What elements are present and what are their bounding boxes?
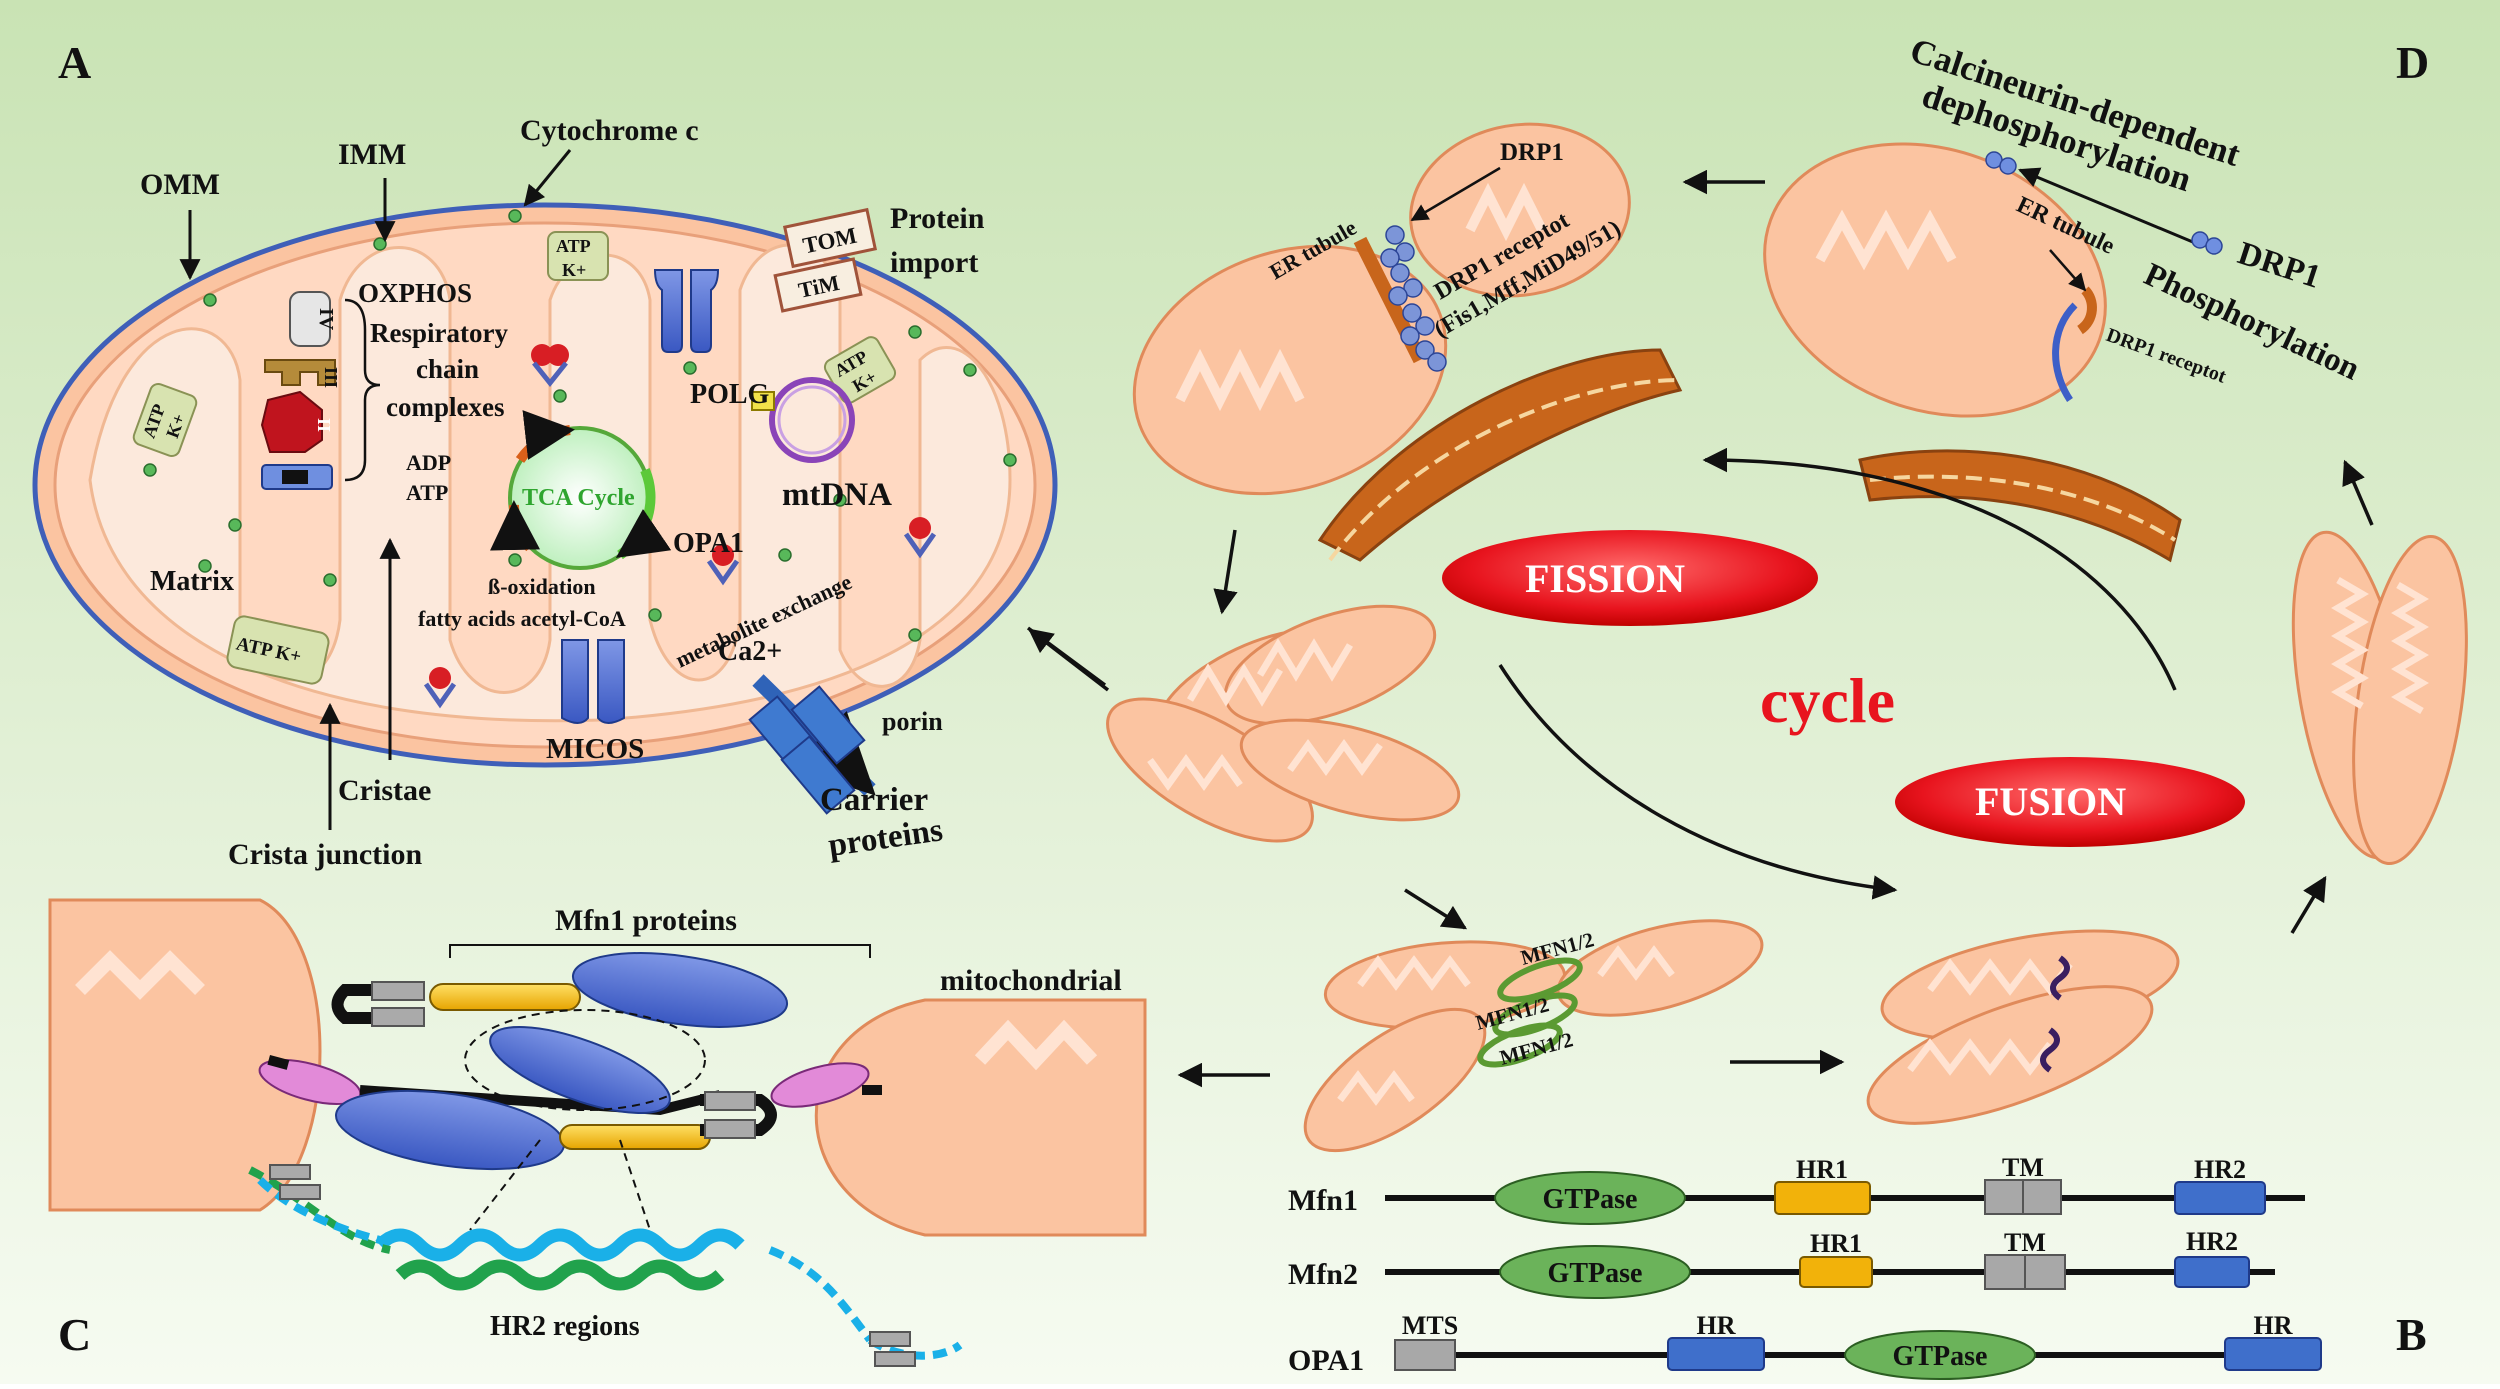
mtdna-label: mtDNA: [782, 477, 892, 513]
adp-label: ADP: [406, 450, 451, 475]
tca-cycle-label: TCA Cycle: [522, 485, 635, 511]
mfn1-gtpase-domain: [1494, 1171, 1686, 1225]
fusion-pill: [1895, 757, 2245, 847]
mitochondrial-label: mitochondrial: [940, 964, 1122, 997]
opa1-proteins: [423, 344, 937, 709]
mfn1-gtpase-label: GTPase: [1543, 1184, 1638, 1215]
mfn1-row-label: Mfn1: [1288, 1184, 1358, 1217]
complex-ii-label: II: [314, 418, 334, 432]
complex-i: I: [261, 464, 333, 490]
opa1-hr-label-2: HR: [2254, 1311, 2293, 1340]
opa1-hr-domain-2: [2224, 1337, 2322, 1371]
imm-label: IMM: [338, 138, 406, 171]
micos-top: [653, 269, 720, 353]
polg-block: [751, 391, 775, 411]
mfn1-proteins-label: Mfn1 proteins: [555, 904, 737, 937]
drp1-left-label: DRP1: [1500, 139, 1564, 166]
atp-channel-bottom: ATP K+: [226, 615, 330, 685]
mfn2-hr1-domain: [1799, 1256, 1873, 1288]
cycle-label: cycle: [1760, 665, 1895, 736]
tom-complex: TOM: [782, 207, 878, 269]
right-mitochondrion: [814, 998, 1147, 1237]
polg-label: POLG: [690, 379, 770, 410]
mfn2-hr2-domain: [2174, 1256, 2250, 1288]
atp-channel-top: ATP K+: [547, 231, 609, 281]
panel-c-mfn1-tethering: Mfn1 proteins mitochondrial HR: [48, 898, 1147, 1367]
atp-channel-left: ATP K+: [132, 382, 198, 458]
panel-letter-b: B: [2396, 1309, 2427, 1360]
panel-letter-c: C: [58, 1309, 91, 1360]
protein-import-label-2: import: [890, 246, 978, 279]
complex-iv: IV: [289, 291, 337, 347]
matrix-label: Matrix: [150, 566, 234, 597]
fusing-mitochondria: [1866, 929, 2180, 1125]
drp1-ring-left: [1380, 225, 1447, 372]
mfn2-row-label: Mfn2: [1288, 1258, 1358, 1291]
opa1-hr-label-1: HR: [1697, 1311, 1736, 1340]
panel-a-mitochondrion: ATP K+ ATP K+ ATP K+ ATP K+ IV III II: [32, 114, 1058, 871]
left-mitochondrion: [48, 898, 322, 1212]
mfn2-hr2-label: HR2: [2186, 1227, 2238, 1256]
carrier-label-1: Carrier: [820, 782, 928, 818]
beta-oxidation-label: ß-oxidation: [488, 574, 596, 599]
respiratory-label-3: complexes: [386, 392, 504, 422]
atp-top-label: ATP: [556, 236, 591, 256]
mfn1-hr1-label: HR1: [1796, 1155, 1848, 1184]
cytochrome-c-label: Cytochrome c: [520, 114, 699, 147]
protein-import-label-1: Protein: [890, 202, 985, 235]
opa1-label: OPA1: [673, 528, 744, 559]
micos-bottom: [561, 639, 625, 724]
crista-junction-label: Crista junction: [228, 838, 422, 871]
hr2-coil-blue: [375, 1228, 745, 1262]
complex-iv-label: IV: [315, 308, 337, 331]
hr2-coil-green: [395, 1259, 725, 1291]
mfn1-hr2-domain: [2174, 1181, 2266, 1215]
fusion-label: FUSION: [1975, 779, 2126, 824]
mfn1-hr1-domain: [1774, 1181, 1871, 1215]
respiratory-label-1: Respiratory: [370, 318, 508, 348]
fission-pill: [1442, 530, 1818, 626]
mtdna-circle: [769, 377, 855, 463]
complex-iii: III: [264, 359, 341, 388]
mfn1-tm-label: TM: [2002, 1153, 2044, 1182]
opa1-gtpase-domain: [1844, 1330, 2036, 1380]
hr2-regions-label: HR2 regions: [490, 1311, 640, 1342]
panel-letter-a: A: [58, 37, 91, 88]
fission-label: FISSION: [1525, 556, 1685, 601]
panel-b-domains: Mfn1 GTPase HR1 TM HR2 Mfn2 GTPase HR1 T…: [1288, 1153, 2322, 1380]
atp-output-label: ATP: [406, 480, 448, 505]
opa1-row-label: OPA1: [1288, 1344, 1364, 1377]
complexes-bracket: [344, 298, 381, 482]
panel-letter-d: D: [2396, 37, 2429, 88]
oxphos-label: OXPHOS: [358, 278, 472, 308]
calcium-label: Ca2+: [718, 636, 782, 667]
mfn2-gtpase-label: GTPase: [1548, 1258, 1643, 1289]
porin-channel: [748, 674, 876, 815]
fatty-acids-label: fatty acids acetyl-CoA: [418, 606, 626, 631]
opa1-mts-domain: [1394, 1339, 1456, 1371]
mfn1-hr2-label: HR2: [2194, 1155, 2246, 1184]
phosphorylation-mitochondrion: [1763, 142, 2182, 563]
mfn1-gtpase-top: [571, 952, 789, 1028]
omm-label: OMM: [140, 168, 220, 201]
complex-iii-label: III: [321, 367, 341, 388]
opa1-gtpase-label: GTPase: [1893, 1341, 1988, 1372]
micos-label: MICOS: [546, 733, 644, 765]
fission-mitochondrion: [1132, 122, 1683, 562]
mfn2-gtpase-domain: [1499, 1245, 1691, 1299]
mfn2-hr1-label: HR1: [1810, 1229, 1862, 1258]
k-top-label: K+: [562, 260, 586, 280]
opa1-hr-domain-1: [1667, 1337, 1765, 1371]
respiratory-label-2: chain: [416, 354, 479, 384]
opa1-mts-label: MTS: [1402, 1311, 1458, 1340]
cristae-label: Cristae: [338, 774, 431, 807]
cytochrome-dots: [143, 209, 1017, 642]
complex-ii: II: [260, 390, 334, 453]
mfn2-tm-label: TM: [2004, 1228, 2046, 1257]
mfn-coils: [1477, 957, 1583, 1068]
porin-label: porin: [882, 707, 943, 736]
tim-complex: TiM: [773, 257, 863, 313]
